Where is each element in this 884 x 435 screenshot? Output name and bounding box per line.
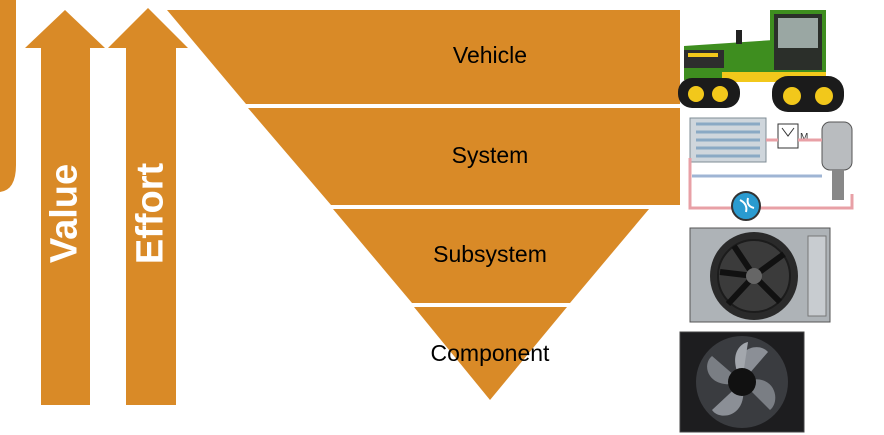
effort-arrow	[108, 8, 188, 405]
fan-blade-icon	[679, 331, 805, 433]
value-arrow	[25, 10, 105, 405]
effort-arrow-label: Effort	[129, 162, 172, 265]
svg-text:M: M	[800, 132, 808, 143]
pyramid-level-component	[414, 307, 567, 400]
level-label-component: Component	[430, 340, 550, 366]
level-label-vehicle: Vehicle	[452, 42, 528, 68]
tractor-icon	[678, 10, 844, 112]
cooling-system-schematic-icon: M	[688, 117, 854, 221]
pyramid-level-system	[248, 108, 680, 205]
radiator-fan-assembly-icon	[689, 227, 831, 323]
value-arrow-label: Value	[43, 163, 86, 264]
pyramid-level-subsystem	[333, 209, 649, 303]
level-label-system: System	[451, 142, 529, 168]
left-edge-bar	[0, 0, 16, 192]
pyramid-level-vehicle	[167, 10, 680, 104]
level-label-subsystem: Subsystem	[433, 241, 547, 267]
